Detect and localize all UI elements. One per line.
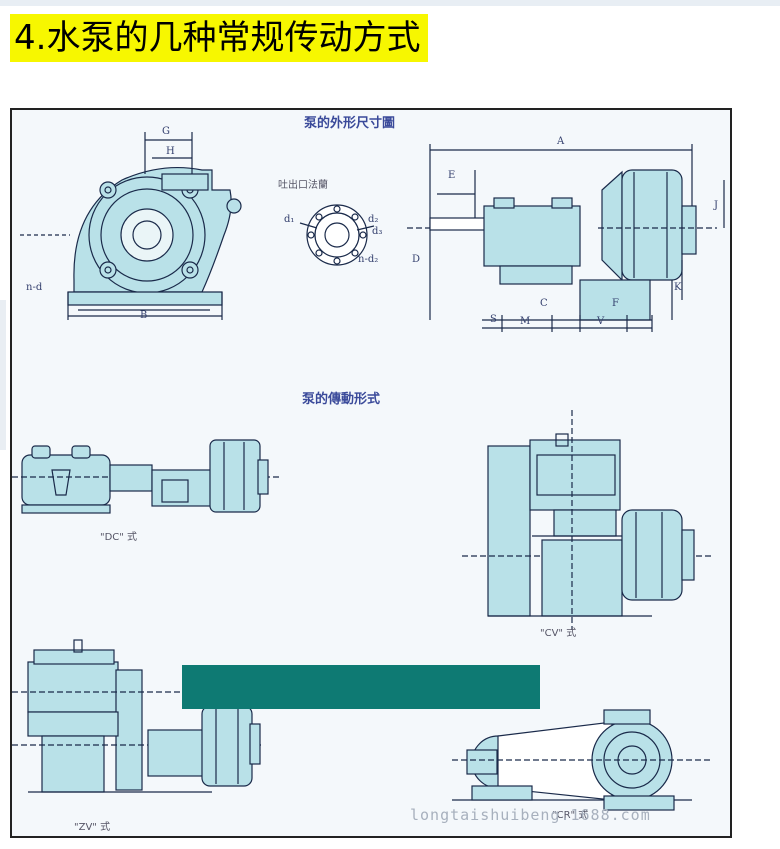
image-artifact-band (182, 665, 540, 709)
caption-cv: "CV" 式 (540, 628, 577, 639)
zv-drive-drawing (12, 639, 262, 793)
dim-c: C (540, 298, 548, 309)
dim-e: E (448, 170, 456, 181)
dim-nd2: n-d₂ (358, 254, 379, 265)
dim-b: B (140, 310, 148, 321)
top-strip (0, 0, 780, 6)
pump-drawing-panel: 泵的外形尺寸圖 泵的傳動形式 吐出口法蘭 G H B n-d d₁ d₂ d₃ … (10, 108, 732, 838)
drive-types-title: 泵的傳動形式 (302, 392, 381, 407)
dc-drive-drawing (12, 439, 282, 514)
outlet-flange-diagram (299, 204, 375, 266)
flange-label: 吐出口法蘭 (278, 180, 328, 191)
dim-j: J (714, 200, 719, 211)
dim-d3: d₃ (372, 226, 383, 237)
caption-cr: "CR" 式 (552, 810, 589, 821)
dim-k: K (674, 282, 682, 293)
dim-d2: d₂ (368, 214, 379, 225)
dim-h: H (166, 146, 175, 157)
outline-dimension-title: 泵的外形尺寸圖 (304, 116, 396, 131)
dim-f: F (612, 298, 619, 309)
left-edge (0, 300, 6, 450)
pump-front-view (20, 132, 242, 320)
cr-drive-drawing (452, 709, 712, 811)
dim-s: S (490, 314, 497, 325)
dim-nd: n-d (26, 282, 43, 293)
dim-d1: d₁ (284, 214, 295, 225)
cv-drive-drawing (462, 410, 712, 630)
dim-v: V (597, 316, 605, 327)
caption-zv: "ZV" 式 (74, 822, 111, 833)
dim-a: A (557, 136, 565, 147)
dim-m: M (520, 316, 531, 327)
page-heading: 4.水泵的几种常规传动方式 (10, 14, 429, 62)
caption-dc: "DC" 式 (100, 532, 138, 543)
pump-side-view (407, 144, 725, 332)
watermark-text: longtaishuibeng.1688.com (410, 806, 651, 824)
dim-d: D (412, 254, 421, 265)
pump-drawings-svg (12, 132, 725, 811)
dim-g: G (162, 126, 170, 137)
